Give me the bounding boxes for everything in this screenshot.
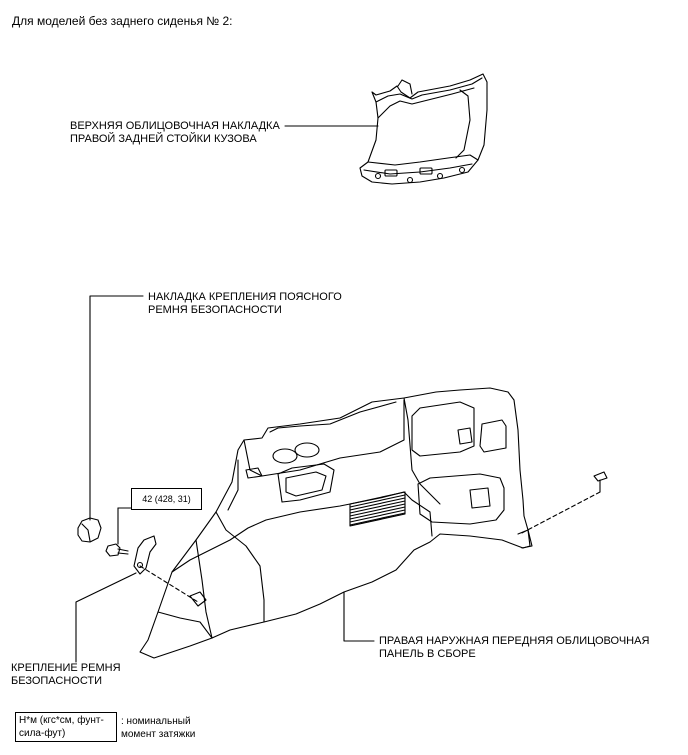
upper-trim-label-line-2: ПРАВОЙ ЗАДНЕЙ СТОЙКИ КУЗОВА [70, 133, 257, 145]
upper-quarter-trim-drawing [359, 73, 488, 185]
belt-cover-drawing [77, 517, 102, 543]
legend-units-line-2: сила-фут) [19, 728, 66, 739]
legend-desc-line-2: момент затяжки [121, 729, 196, 740]
torque-legend-description: : номинальный момент затяжки [121, 715, 195, 741]
legend-units-line-1: Н*м (кгс*см, фунт- [19, 715, 104, 726]
clip-drawing [593, 471, 608, 493]
belt-cover-label-line-2: РЕМНЯ БЕЗОПАСНОСТИ [148, 304, 282, 316]
panel-assy-label-line-1: ПРАВАЯ НАРУЖНАЯ ПЕРЕДНЯЯ ОБЛИЦОВОЧНАЯ [379, 635, 650, 647]
alignment-lines [139, 491, 601, 603]
leader-lines [75, 125, 379, 663]
anchor-bolt-drawing [105, 543, 129, 557]
torque-value: 42 (428, 31) [131, 488, 202, 510]
panel-assy-label-line-2: ПАНЕЛЬ В СБОРЕ [379, 648, 476, 660]
belt-anchor-label-line-2: БЕЗОПАСНОСТИ [11, 675, 103, 687]
belt-anchor-label-line-1: КРЕПЛЕНИЕ РЕМНЯ [11, 662, 121, 674]
belt-cover-label-line-1: НАКЛАДКА КРЕПЛЕНИЯ ПОЯСНОГО [148, 291, 342, 303]
legend-desc-line-1: : номинальный [121, 716, 191, 727]
belt-anchor-drawing [133, 535, 157, 575]
page-title: Для моделей без заднего сиденья № 2: [12, 14, 233, 28]
torque-units-legend-box: Н*м (кгс*см, фунт- сила-фут) [15, 712, 117, 742]
upper-trim-label-line-1: ВЕРХНЯЯ ОБЛИЦОВОЧНАЯ НАКЛАДКА [70, 120, 280, 132]
lower-trim-panel-drawing [139, 387, 533, 659]
